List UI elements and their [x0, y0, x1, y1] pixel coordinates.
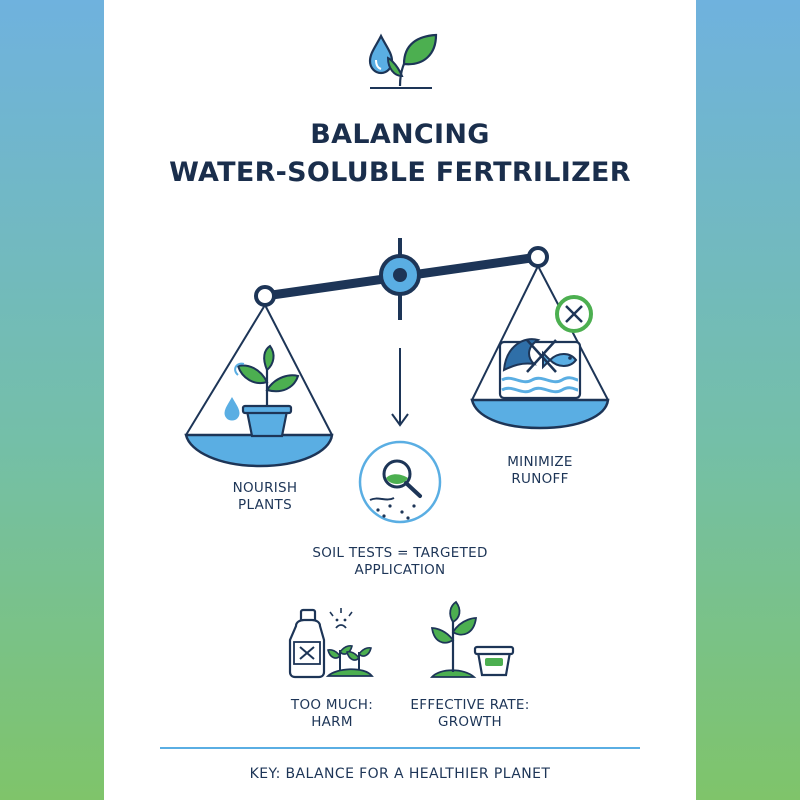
- title-line-1: BALANCING: [310, 119, 490, 150]
- minimize-runoff-label: MINIMIZE RUNOFF: [470, 454, 610, 488]
- title-line-2: WATER-SOLUBLE FERTRILIZER: [169, 157, 631, 188]
- label-line: EFFECTIVE RATE:: [410, 697, 530, 713]
- effective-rate-label: EFFECTIVE RATE: GROWTH: [390, 697, 550, 731]
- runoff-water-icon: [498, 338, 582, 400]
- label-line: TOO MUCH:: [290, 697, 374, 713]
- no-sign-icon: [555, 295, 593, 333]
- footer-key-text: KEY: BALANCE FOR A HEALTHIER PLANET: [249, 766, 551, 782]
- label-line: PLANTS: [238, 496, 292, 513]
- fertilizer-bottle-icon: [288, 608, 326, 679]
- balance-scale-icon: [184, 238, 610, 468]
- too-much-label: TOO MUCH: HARM: [262, 697, 402, 731]
- potted-plant-icon: [224, 344, 300, 438]
- wilted-plants-icon: [325, 608, 374, 677]
- label-line: APPLICATION: [354, 561, 446, 578]
- magnifier-soil-icon: [358, 440, 442, 524]
- label-line: GROWTH: [437, 713, 502, 730]
- label-line: SOIL TESTS = TARGETED: [312, 545, 488, 561]
- healthy-sprout-icon: [429, 600, 478, 678]
- soil-cup-icon: [473, 645, 515, 677]
- label-line: RUNOFF: [511, 470, 569, 487]
- label-line: MINIMIZE: [507, 454, 573, 470]
- label-line: NOURISH: [232, 480, 298, 496]
- water-drop-icon: [368, 33, 394, 75]
- nourish-plants-label: NOURISH PLANTS: [190, 480, 340, 514]
- leaf-sprout-icon: [370, 33, 438, 89]
- label-line: HARM: [311, 713, 353, 730]
- down-arrow-icon: [391, 348, 409, 427]
- soil-tests-label: SOIL TESTS = TARGETED APPLICATION: [280, 545, 520, 579]
- cross-line: [526, 339, 557, 373]
